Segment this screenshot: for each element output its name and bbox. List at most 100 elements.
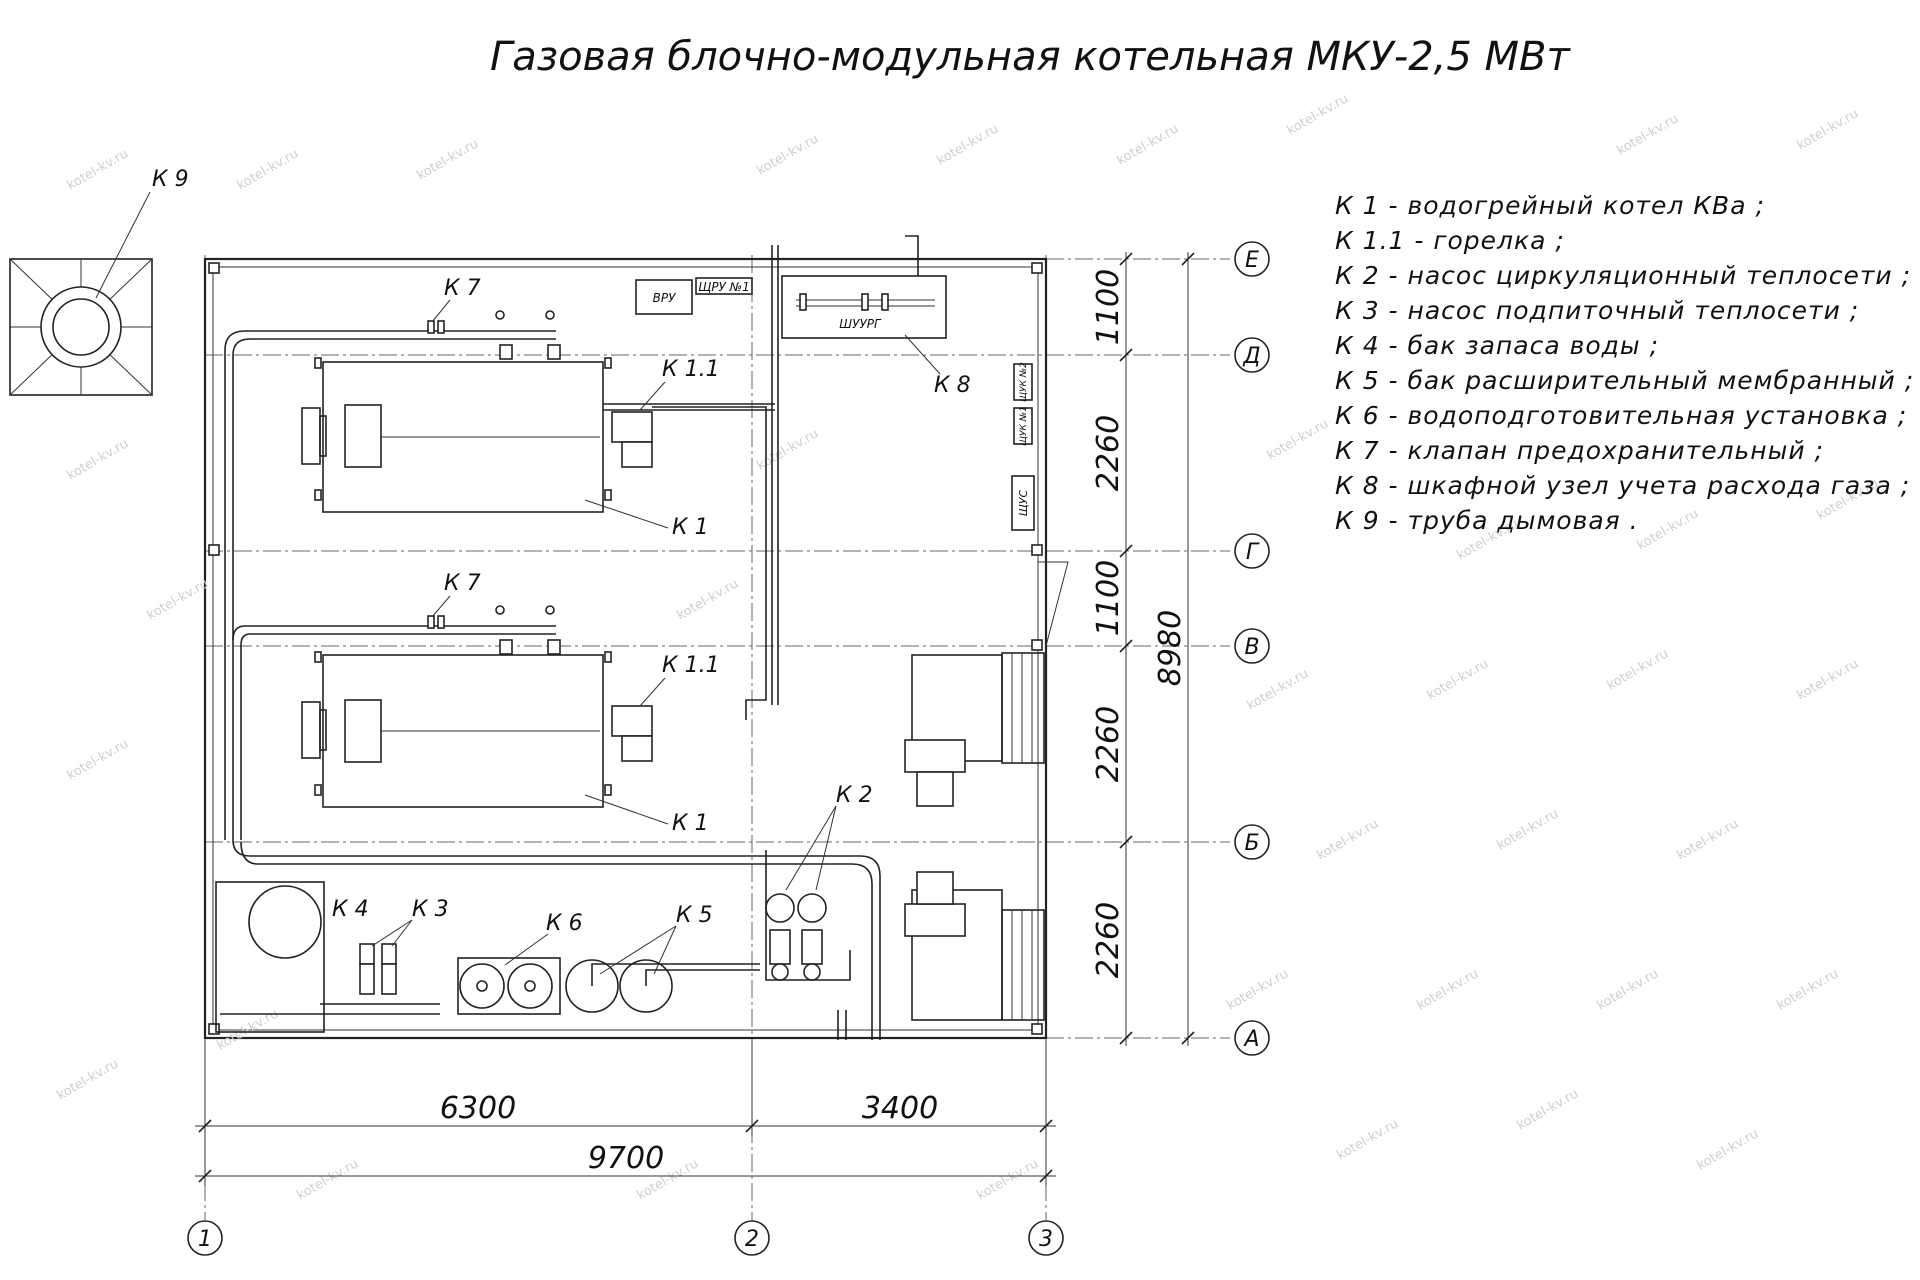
- svg-text:kotel-kv.ru: kotel-kv.ru: [975, 1156, 1042, 1203]
- svg-text:kotel-kv.ru: kotel-kv.ru: [935, 121, 1002, 168]
- leader-k11-lower: [639, 677, 666, 707]
- column-axis-markers: [187, 1220, 1064, 1256]
- column-posts: [208, 262, 1043, 1035]
- leader-k1-upper: [584, 499, 669, 529]
- legend-item-k6: К 6 - водоподготовительная установка ;: [1335, 401, 1908, 430]
- expansion-tanks-k5: [565, 959, 760, 1013]
- axis-row-v: В: [1244, 635, 1259, 660]
- svg-text:kotel-kv.ru: kotel-kv.ru: [1425, 656, 1492, 703]
- svg-text:kotel-kv.ru: kotel-kv.ru: [1775, 966, 1842, 1013]
- svg-text:kotel-kv.ru: kotel-kv.ru: [1615, 111, 1682, 158]
- leader-k8: [904, 334, 941, 375]
- cabinet-shuk1: ЩУК №1: [1013, 406, 1033, 446]
- building-outline: [203, 257, 1048, 1040]
- dim-v-8980: 8980: [1153, 610, 1188, 686]
- leader-k9: [95, 191, 151, 299]
- tag-k1-lower: К 1: [672, 811, 709, 836]
- leader-k6: [504, 933, 549, 966]
- dim-6300: 6300: [440, 1091, 516, 1126]
- svg-text:kotel-kv.ru: kotel-kv.ru: [65, 736, 132, 783]
- leader-k5-b: [653, 925, 677, 975]
- row-axis-lines: [205, 258, 1230, 1039]
- axis-col-3: 3: [1039, 1227, 1053, 1252]
- leader-k3-b: [391, 919, 413, 947]
- row-axis-markers: [1234, 241, 1270, 1056]
- svg-text:kotel-kv.ru: kotel-kv.ru: [1495, 806, 1562, 853]
- dim-9700: 9700: [588, 1141, 664, 1176]
- svg-text:kotel-kv.ru: kotel-kv.ru: [1265, 416, 1332, 463]
- gas-pipeline: [652, 235, 919, 720]
- water-treatment-k6: [457, 957, 561, 1015]
- dim-v-2260-b: 2260: [1091, 706, 1126, 782]
- leader-k1-lower: [584, 794, 669, 825]
- tag-k5: К 5: [676, 903, 713, 928]
- tag-k11-lower: К 1.1: [662, 653, 720, 678]
- cabinet-vru: ВРУ: [635, 279, 693, 315]
- svg-text:ЩРУ №1: ЩРУ №1: [698, 280, 750, 294]
- svg-text:kotel-kv.ru: kotel-kv.ru: [1675, 816, 1742, 863]
- svg-text:kotel-kv.ru: kotel-kv.ru: [1515, 1086, 1582, 1133]
- cabinet-shru: ЩРУ №1: [695, 277, 753, 295]
- horizontal-dimensions: [195, 1040, 1056, 1186]
- leader-k11-upper: [639, 381, 666, 411]
- svg-text:kotel-kv.ru: kotel-kv.ru: [755, 131, 822, 178]
- chimney-k9: [9, 258, 153, 396]
- pumps-k2: [765, 850, 851, 981]
- cabinet-shus: ЩУС: [1011, 475, 1035, 531]
- svg-text:ВРУ: ВРУ: [653, 291, 676, 305]
- dim-v-2260-c: 2260: [1091, 902, 1126, 978]
- svg-text:kotel-kv.ru: kotel-kv.ru: [1415, 966, 1482, 1013]
- tag-k4: К 4: [332, 897, 369, 922]
- leader-k2-b: [815, 805, 837, 891]
- svg-text:ШУУРГ: ШУУРГ: [839, 317, 882, 331]
- svg-text:kotel-kv.ru: kotel-kv.ru: [1605, 646, 1672, 693]
- svg-text:kotel-kv.ru: kotel-kv.ru: [295, 1156, 362, 1203]
- tag-k3: К 3: [412, 897, 449, 922]
- svg-text:kotel-kv.ru: kotel-kv.ru: [235, 146, 302, 193]
- svg-text:kotel-kv.ru: kotel-kv.ru: [1795, 656, 1862, 703]
- cabinet-shuk2: ЩУК №2: [1013, 362, 1033, 402]
- leader-k7-lower: [431, 595, 451, 618]
- dim-v-2260-a: 2260: [1091, 415, 1126, 491]
- tag-k6: К 6: [546, 911, 583, 936]
- legend: К 1 - водогрейный котел КВа ; К 1.1 - го…: [1335, 188, 1914, 538]
- legend-item-k5: К 5 - бак расширительный мембранный ;: [1335, 366, 1915, 395]
- svg-text:kotel-kv.ru: kotel-kv.ru: [1595, 966, 1662, 1013]
- tag-k7-upper: К 7: [444, 276, 481, 301]
- leader-k3-a: [371, 919, 413, 947]
- svg-text:kotel-kv.ru: kotel-kv.ru: [415, 136, 482, 183]
- axis-row-d: Д: [1242, 344, 1260, 369]
- axis-row-e: Е: [1245, 248, 1259, 273]
- drawing-title: Газовая блочно-модульная котельная МКУ-2…: [490, 34, 1571, 80]
- dim-3400: 3400: [862, 1091, 938, 1126]
- pipe-loop-lower: [232, 605, 556, 840]
- pipe-loop-upper: [224, 310, 556, 840]
- pumps-k3: [220, 943, 440, 1015]
- tag-k9: К 9: [152, 167, 189, 192]
- svg-text:kotel-kv.ru: kotel-kv.ru: [65, 436, 132, 483]
- axis-row-b: Б: [1244, 831, 1259, 856]
- svg-text:kotel-kv.ru: kotel-kv.ru: [1115, 121, 1182, 168]
- legend-item-k2: К 2 - насос циркуляционный теплосети ;: [1335, 261, 1912, 290]
- axis-col-1: 1: [198, 1227, 212, 1252]
- svg-text:kotel-kv.ru: kotel-kv.ru: [675, 576, 742, 623]
- axis-col-2: 2: [745, 1227, 759, 1252]
- svg-text:kotel-kv.ru: kotel-kv.ru: [755, 426, 822, 473]
- tag-k7-lower: К 7: [444, 571, 481, 596]
- axis-row-g: Г: [1246, 540, 1260, 565]
- svg-text:ЩУК №1: ЩУК №1: [1019, 406, 1029, 446]
- svg-text:kotel-kv.ru: kotel-kv.ru: [1335, 1116, 1402, 1163]
- leader-k2-a: [785, 805, 837, 891]
- svg-text:ЩУС: ЩУС: [1017, 489, 1030, 516]
- boiler-k1-upper: [301, 344, 612, 513]
- burner-k11-upper: [603, 403, 775, 468]
- vertical-dimensions: [1119, 252, 1195, 1046]
- burner-k11-lower: [611, 705, 653, 762]
- legend-item-k7: К 7 - клапан предохранительный ;: [1335, 436, 1824, 465]
- boiler-k1-lower: [301, 639, 612, 808]
- dim-v-1100-a: 1100: [1091, 269, 1126, 345]
- legend-item-k9: К 9 - труба дымовая .: [1335, 506, 1639, 535]
- svg-text:kotel-kv.ru: kotel-kv.ru: [145, 576, 212, 623]
- ventilation-unit-lower: [904, 871, 1045, 1021]
